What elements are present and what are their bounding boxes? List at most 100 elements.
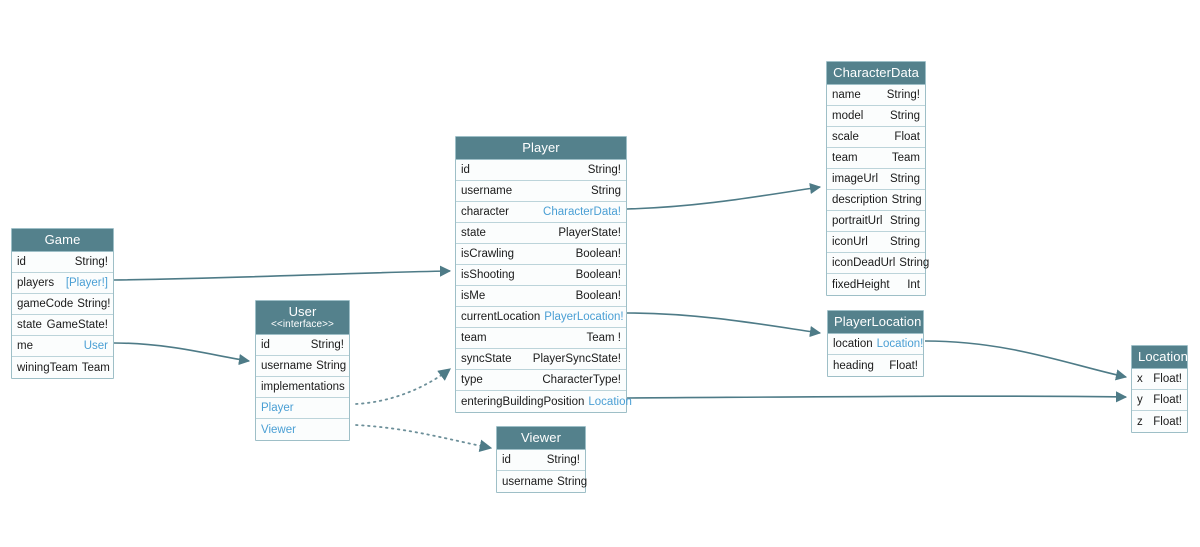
edge-user-player-impl-dotted	[355, 368, 452, 405]
field-row[interactable]: imageUrl String	[827, 169, 925, 190]
field-row[interactable]: state GameState!	[12, 315, 113, 336]
entity-characterdata[interactable]: CharacterData name String! model String …	[826, 61, 929, 296]
field-type: String	[889, 215, 920, 227]
field-name: iconUrl	[832, 236, 868, 248]
field-row[interactable]: character CharacterData!	[456, 202, 626, 223]
field-row[interactable]: id String!	[497, 450, 585, 471]
entity-game-title: Game	[12, 229, 113, 252]
field-row[interactable]: team Team !	[456, 328, 626, 349]
entity-playerlocation[interactable]: PlayerLocation location Location! headin…	[827, 310, 924, 377]
field-row[interactable]: name String!	[827, 85, 925, 106]
field-row[interactable]: model String	[827, 106, 925, 127]
field-row[interactable]: heading Float!	[828, 355, 923, 376]
field-type[interactable]: [Player!]	[65, 277, 108, 289]
field-name: type	[461, 374, 483, 386]
field-name: location	[833, 338, 873, 350]
field-type[interactable]: CharacterData!	[543, 206, 621, 218]
field-row[interactable]: id String!	[456, 160, 626, 181]
field-row[interactable]: username String	[456, 181, 626, 202]
entity-user[interactable]: User <<interface>> id String! username S…	[255, 300, 350, 441]
field-name: gameCode	[17, 298, 74, 310]
field-row[interactable]: id String!	[256, 335, 349, 356]
field-row[interactable]: isShooting Boolean!	[456, 265, 626, 286]
field-row[interactable]: winingTeam Team	[12, 357, 113, 378]
field-row[interactable]: players [Player!]	[12, 273, 113, 294]
field-type: Team	[81, 361, 110, 374]
field-name: id	[17, 256, 26, 268]
field-row[interactable]: x Float!	[1132, 369, 1187, 390]
field-row[interactable]: currentLocation PlayerLocation!	[456, 307, 626, 328]
entity-viewer[interactable]: Viewer id String! username String	[496, 426, 587, 493]
edge-player-enteringbuildingposition-to-location	[626, 391, 1128, 403]
field-row[interactable]: scale Float	[827, 127, 925, 148]
field-row[interactable]: me User	[12, 336, 113, 357]
field-type[interactable]: PlayerLocation!	[544, 311, 624, 323]
field-row[interactable]: fixedHeight Int	[827, 274, 925, 295]
implementation-row-viewer[interactable]: Viewer	[256, 419, 349, 440]
field-name: username	[261, 360, 313, 372]
entity-location[interactable]: Location x Float! y Float! z Float!	[1131, 345, 1188, 433]
field-row[interactable]: syncState PlayerSyncState!	[456, 349, 626, 370]
edge-game-players-to-player	[113, 265, 452, 281]
field-type: String!	[886, 89, 920, 101]
field-type: String	[889, 236, 920, 248]
implementations-label: implementations	[261, 381, 345, 393]
field-name: state	[17, 319, 42, 331]
field-type: Float	[894, 131, 920, 143]
field-name: team	[461, 332, 487, 344]
entity-game[interactable]: Game id String! players [Player!] gameCo…	[11, 228, 114, 379]
implementation-row-player[interactable]: Player	[256, 398, 349, 419]
field-type: PlayerSyncState!	[532, 353, 621, 365]
field-name: isShooting	[461, 269, 515, 281]
field-name: syncState	[461, 353, 512, 365]
field-name: fixedHeight	[832, 278, 890, 291]
field-row[interactable]: id String!	[12, 252, 113, 273]
field-type[interactable]: Location	[588, 395, 632, 408]
field-type[interactable]: Location!	[876, 338, 924, 350]
entity-player-title: Player	[456, 137, 626, 160]
field-type: Float!	[1153, 373, 1182, 385]
field-type: GameState!	[46, 319, 108, 331]
field-row[interactable]: enteringBuildingPosition Location	[456, 391, 632, 412]
field-name: iconDeadUrl	[832, 257, 896, 269]
field-row[interactable]: iconDeadUrl String	[827, 253, 929, 274]
field-name: username	[461, 185, 513, 197]
field-row[interactable]: username String	[256, 356, 349, 377]
field-row[interactable]: type CharacterType!	[456, 370, 626, 391]
field-row[interactable]: team Team	[827, 148, 925, 169]
field-row[interactable]: description String	[827, 190, 925, 211]
edge-user-viewer-impl-dotted	[355, 424, 493, 453]
implementations-label-row: implementations	[256, 377, 349, 398]
field-row[interactable]: isCrawling Boolean!	[456, 244, 626, 265]
edge-player-character-to-characterdata	[626, 182, 822, 210]
field-row[interactable]: z Float!	[1132, 411, 1187, 432]
field-type: Boolean!	[575, 248, 621, 260]
implementation-name[interactable]: Player	[261, 402, 294, 414]
field-type: Float!	[889, 359, 918, 372]
entity-location-title: Location	[1132, 346, 1188, 369]
field-name: winingTeam	[17, 361, 78, 374]
field-row[interactable]: gameCode String!	[12, 294, 113, 315]
field-row[interactable]: iconUrl String	[827, 232, 925, 253]
implementation-name[interactable]: Viewer	[261, 423, 296, 436]
entity-user-name: User	[288, 304, 317, 319]
field-type: String	[590, 185, 621, 197]
field-row[interactable]: username String	[497, 471, 587, 492]
field-row[interactable]: state PlayerState!	[456, 223, 626, 244]
field-type: Boolean!	[575, 269, 621, 281]
field-name: enteringBuildingPosition	[461, 395, 585, 408]
field-row[interactable]: location Location!	[828, 334, 923, 355]
field-row[interactable]: isMe Boolean!	[456, 286, 626, 307]
field-row[interactable]: y Float!	[1132, 390, 1187, 411]
entity-player[interactable]: Player id String! username String charac…	[455, 136, 632, 413]
field-name: x	[1137, 373, 1143, 385]
field-name: isMe	[461, 290, 486, 302]
field-type: CharacterType!	[542, 374, 621, 386]
field-type: PlayerState!	[558, 227, 621, 239]
field-type: String	[899, 257, 930, 269]
field-type: String!	[74, 256, 108, 268]
field-row[interactable]: portraitUrl String	[827, 211, 925, 232]
field-type[interactable]: User	[83, 340, 108, 352]
field-type: String!	[546, 454, 580, 466]
entity-characterdata-title: CharacterData	[827, 62, 925, 85]
